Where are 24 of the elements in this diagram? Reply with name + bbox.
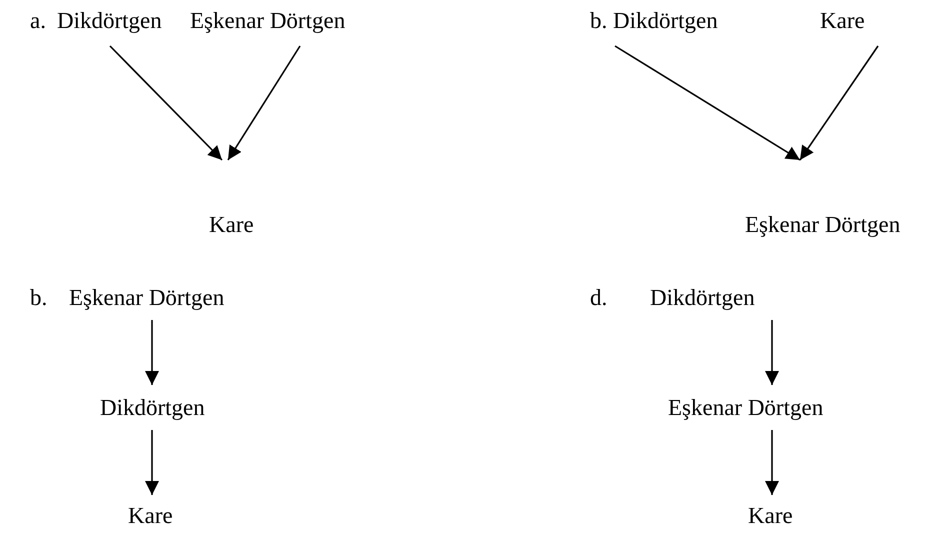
shape-label: Eşkenar Dörtgen — [745, 160, 900, 242]
option-letter: d. — [590, 285, 608, 311]
arrow — [145, 320, 159, 385]
shape-label: Dikdörtgen — [57, 8, 162, 46]
arrow — [227, 46, 301, 160]
arrow — [145, 430, 159, 495]
arrow — [109, 45, 223, 161]
shape-label: Kare — [748, 495, 793, 533]
shape-label: Kare — [209, 160, 254, 242]
shape-label: Dikdörtgen — [613, 8, 718, 46]
arrow — [614, 45, 800, 161]
shape-label: Eşkenar Dörtgen — [69, 285, 224, 320]
shape-label: Kare — [128, 495, 173, 533]
arrow — [765, 320, 779, 385]
shape-label: Dikdörtgen — [100, 385, 205, 430]
shape-label: Dikdörtgen — [650, 285, 755, 320]
shape-label: Kare — [820, 8, 865, 46]
arrow — [799, 46, 879, 160]
arrow — [765, 430, 779, 495]
shape-label: Eşkenar Dörtgen — [668, 385, 824, 430]
shape-label: Eşkenar Dörtgen — [190, 8, 346, 46]
option-letter: b. — [30, 285, 48, 311]
option-letter: b. — [590, 8, 608, 34]
option-letter: a. — [30, 8, 46, 34]
